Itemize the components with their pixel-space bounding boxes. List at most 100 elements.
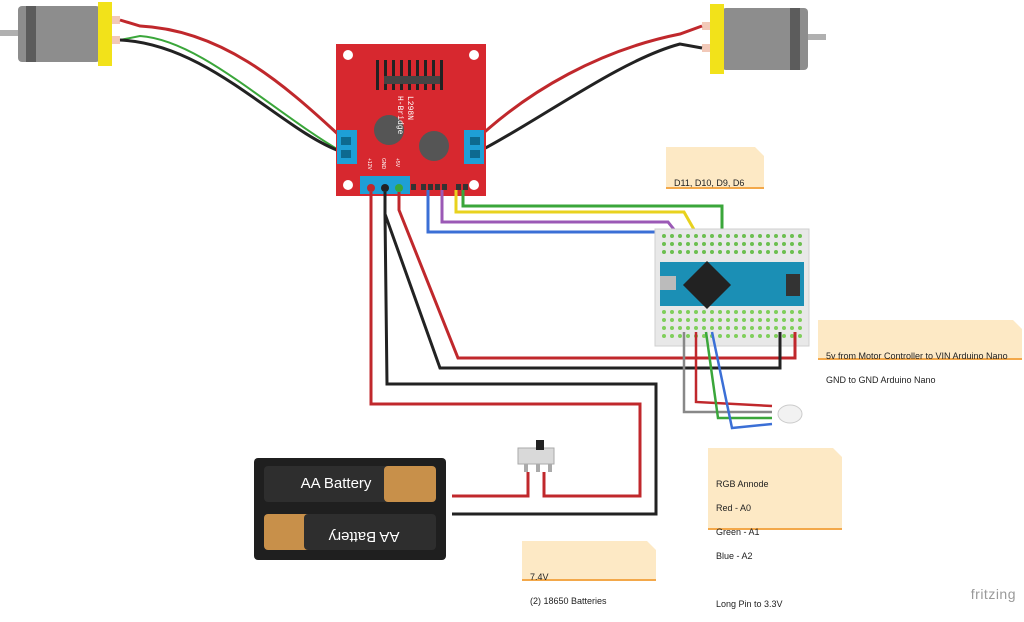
breadboard-hole: [694, 310, 698, 314]
breadboard-hole: [766, 242, 770, 246]
breadboard-hole: [662, 250, 666, 254]
breadboard-hole: [742, 234, 746, 238]
breadboard-hole: [790, 326, 794, 330]
breadboard-hole: [774, 250, 778, 254]
breadboard-hole: [662, 310, 666, 314]
breadboard-hole: [670, 334, 674, 338]
circuit-diagram: L298N H-Bridge +12V GND +5V: [0, 2, 826, 560]
breadboard-hole: [758, 334, 762, 338]
breadboard-hole: [718, 334, 722, 338]
breadboard-hole: [726, 318, 730, 322]
breadboard-hole: [750, 242, 754, 246]
breadboard-hole: [694, 242, 698, 246]
note-rgb-line-4: Blue - A2: [716, 551, 753, 561]
power-switch[interactable]: [517, 440, 555, 472]
breadboard-hole: [758, 234, 762, 238]
breadboard-hole: [766, 310, 770, 314]
breadboard-hole: [774, 326, 778, 330]
breadboard-hole: [734, 310, 738, 314]
breadboard-hole: [710, 242, 714, 246]
breadboard-hole: [790, 318, 794, 322]
breadboard-hole: [718, 234, 722, 238]
note-battery-line-1: 7.4V: [530, 572, 549, 582]
breadboard-hole: [726, 326, 730, 330]
note-pwm-pins: D11, D10, D9, D6: [666, 147, 764, 188]
breadboard-hole: [758, 242, 762, 246]
breadboard-hole: [774, 310, 778, 314]
breadboard-hole: [790, 310, 794, 314]
breadboard-hole: [734, 250, 738, 254]
right-motor: [702, 4, 826, 74]
breadboard-hole: [734, 326, 738, 330]
breadboard-hole: [694, 234, 698, 238]
breadboard-hole: [694, 250, 698, 254]
breadboard-hole: [686, 310, 690, 314]
breadboard-hole: [766, 326, 770, 330]
breadboard-hole: [742, 326, 746, 330]
breadboard-hole: [750, 234, 754, 238]
breadboard-hole: [782, 318, 786, 322]
breadboard-hole: [678, 234, 682, 238]
breadboard-hole: [774, 242, 778, 246]
breadboard-hole: [662, 318, 666, 322]
breadboard-hole: [662, 234, 666, 238]
battery-wires: [369, 192, 658, 516]
hbridge-model: L298N: [405, 96, 414, 120]
breadboard-hole: [774, 234, 778, 238]
breadboard-hole: [798, 242, 802, 246]
breadboard-hole: [726, 242, 730, 246]
note-rgb-line-6: Long Pin to 3.3V: [716, 599, 783, 609]
battery-cell-top-label: AA Battery: [301, 475, 372, 492]
breadboard-hole: [782, 234, 786, 238]
breadboard-hole: [742, 310, 746, 314]
breadboard-hole: [718, 242, 722, 246]
breadboard-hole: [790, 250, 794, 254]
breadboard-hole: [750, 310, 754, 314]
breadboard-hole: [702, 234, 706, 238]
breadboard-hole: [798, 326, 802, 330]
breadboard-hole: [694, 318, 698, 322]
breadboard-hole: [750, 318, 754, 322]
breadboard-hole: [766, 234, 770, 238]
breadboard-hole: [686, 250, 690, 254]
breadboard-hole: [710, 326, 714, 330]
breadboard-hole: [702, 334, 706, 338]
note-pwm-line-1: D11, D10, D9, D6: [674, 178, 745, 188]
breadboard-hole: [790, 234, 794, 238]
breadboard-hole: [710, 234, 714, 238]
breadboard-hole: [686, 318, 690, 322]
breadboard-hole: [734, 234, 738, 238]
breadboard-hole: [678, 242, 682, 246]
breadboard-hole: [678, 326, 682, 330]
breadboard-hole: [718, 326, 722, 330]
breadboard-hole: [678, 310, 682, 314]
breadboard-hole: [734, 242, 738, 246]
breadboard-hole: [694, 326, 698, 330]
breadboard-hole: [758, 318, 762, 322]
breadboard-hole: [710, 318, 714, 322]
breadboard-hole: [670, 242, 674, 246]
breadboard-hole: [726, 310, 730, 314]
note-power-line-1: 5v from Motor Controller to VIN Arduino …: [826, 351, 1008, 361]
breadboard-hole: [686, 326, 690, 330]
motor-wires: [119, 18, 703, 154]
battery-cell-bottom-label: AA Battery: [328, 528, 399, 545]
breadboard-hole: [798, 234, 802, 238]
breadboard: [654, 228, 810, 347]
breadboard-hole: [702, 326, 706, 330]
breadboard-hole: [782, 310, 786, 314]
note-power-line-2: GND to GND Arduino Nano: [826, 375, 936, 385]
breadboard-hole: [670, 326, 674, 330]
breadboard-hole: [742, 318, 746, 322]
breadboard-hole: [710, 250, 714, 254]
breadboard-hole: [750, 334, 754, 338]
note-rgb: RGB Annode Red - A0 Green - A1 Blue - A2…: [708, 448, 842, 609]
breadboard-hole: [710, 310, 714, 314]
note-battery-line-2: (2) 18650 Batteries: [530, 596, 607, 606]
breadboard-hole: [670, 318, 674, 322]
breadboard-hole: [782, 250, 786, 254]
note-rgb-line-2: Red - A0: [716, 503, 752, 513]
breadboard-hole: [726, 334, 730, 338]
breadboard-hole: [766, 334, 770, 338]
pin-gnd: GND: [380, 158, 386, 170]
